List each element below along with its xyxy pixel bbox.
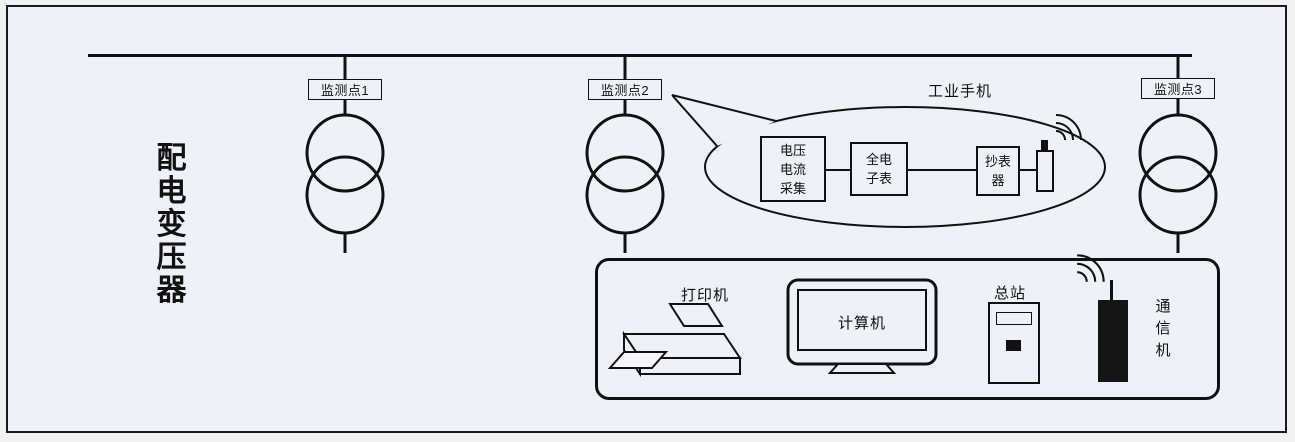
wireless-signal-icon — [1077, 254, 1105, 282]
printer-label: 打印机 — [680, 287, 729, 304]
handheld-device-icon — [1036, 150, 1054, 192]
transformer-icon — [1138, 57, 1218, 253]
callout-title: 工业手机 — [927, 83, 992, 100]
connector-line — [826, 169, 850, 171]
left-title: 配 电 变 压 器 — [156, 142, 188, 307]
computer-label: 计算机 — [837, 315, 886, 332]
printer-icon — [608, 303, 742, 378]
wireless-signal-icon — [1055, 114, 1082, 141]
voltage-current-acquisition-box: 电压 电流 采集 — [760, 136, 826, 202]
monitor-point-label-1: 监测点1 — [308, 79, 382, 100]
electronic-meter-box: 全电 子表 — [850, 142, 908, 196]
monitor-point-label-2: 监测点2 — [588, 79, 662, 100]
equipment-panel — [595, 258, 1220, 400]
station-label: 总站 — [993, 285, 1026, 302]
monitor-point-label-3: 监测点3 — [1141, 78, 1215, 99]
comm-device-icon — [1098, 300, 1128, 382]
power-bus-line — [88, 54, 1192, 57]
station-mark-icon — [1006, 340, 1021, 351]
connector-line — [908, 169, 976, 171]
handheld-antenna-icon — [1041, 140, 1048, 150]
station-slot-icon — [996, 312, 1032, 325]
comm-antenna-icon — [1110, 280, 1113, 300]
connector-line — [1020, 169, 1036, 171]
meter-reader-box: 抄表 器 — [976, 146, 1020, 196]
computer-icon — [786, 278, 938, 374]
comm-label: 通 信 机 — [1155, 298, 1171, 359]
